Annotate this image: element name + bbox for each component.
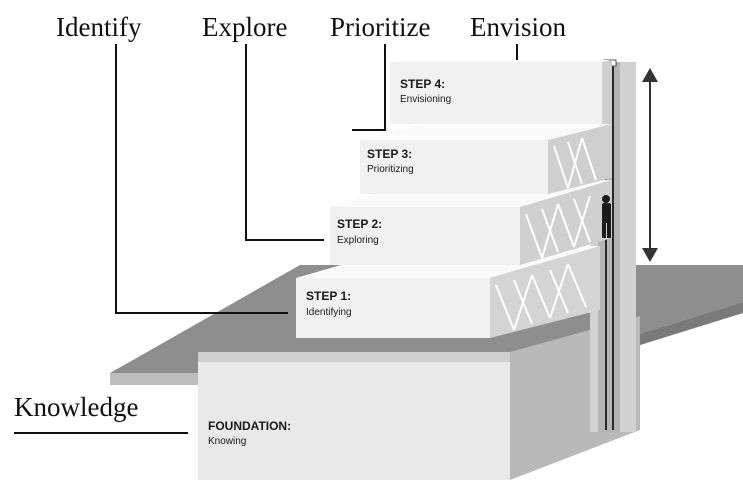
label-explore: Explore — [202, 12, 287, 42]
step2-truss — [525, 195, 591, 259]
step2-title: STEP 2: — [337, 217, 382, 231]
person-icon — [602, 195, 611, 238]
step2-sub: Exploring — [337, 235, 379, 246]
height-arrow-icon — [642, 68, 658, 262]
foundation-title: FOUNDATION: — [208, 419, 291, 433]
step4-front — [390, 62, 602, 124]
step1-truss — [495, 263, 587, 331]
step1-side — [490, 246, 600, 338]
step3-truss — [553, 137, 597, 189]
step4-side — [602, 60, 612, 124]
leader-explore — [245, 44, 324, 241]
foundation-shadow — [198, 352, 510, 362]
step4-sub: Envisioning — [400, 94, 451, 105]
foundation-sub: Knowing — [208, 436, 246, 447]
label-prioritize: Prioritize — [330, 12, 430, 42]
label-envision: Envision — [470, 12, 567, 42]
step1-front — [296, 278, 490, 338]
step1-title: STEP 1: — [306, 289, 351, 303]
step3-sub: Prioritizing — [367, 164, 414, 175]
leader-prioritize — [352, 44, 386, 131]
step3-top — [360, 124, 612, 140]
step4-top — [390, 60, 610, 62]
leader-identify — [115, 44, 288, 314]
step3-front — [360, 140, 548, 194]
foundation-block-front — [198, 352, 510, 480]
label-identify: Identify — [56, 12, 142, 42]
leader-lines — [14, 44, 518, 434]
step3-title: STEP 3: — [367, 147, 412, 161]
label-knowledge: Knowledge — [14, 392, 138, 422]
step2-front — [330, 207, 520, 265]
step4-title: STEP 4: — [400, 77, 445, 91]
step1-sub: Identifying — [306, 307, 352, 318]
